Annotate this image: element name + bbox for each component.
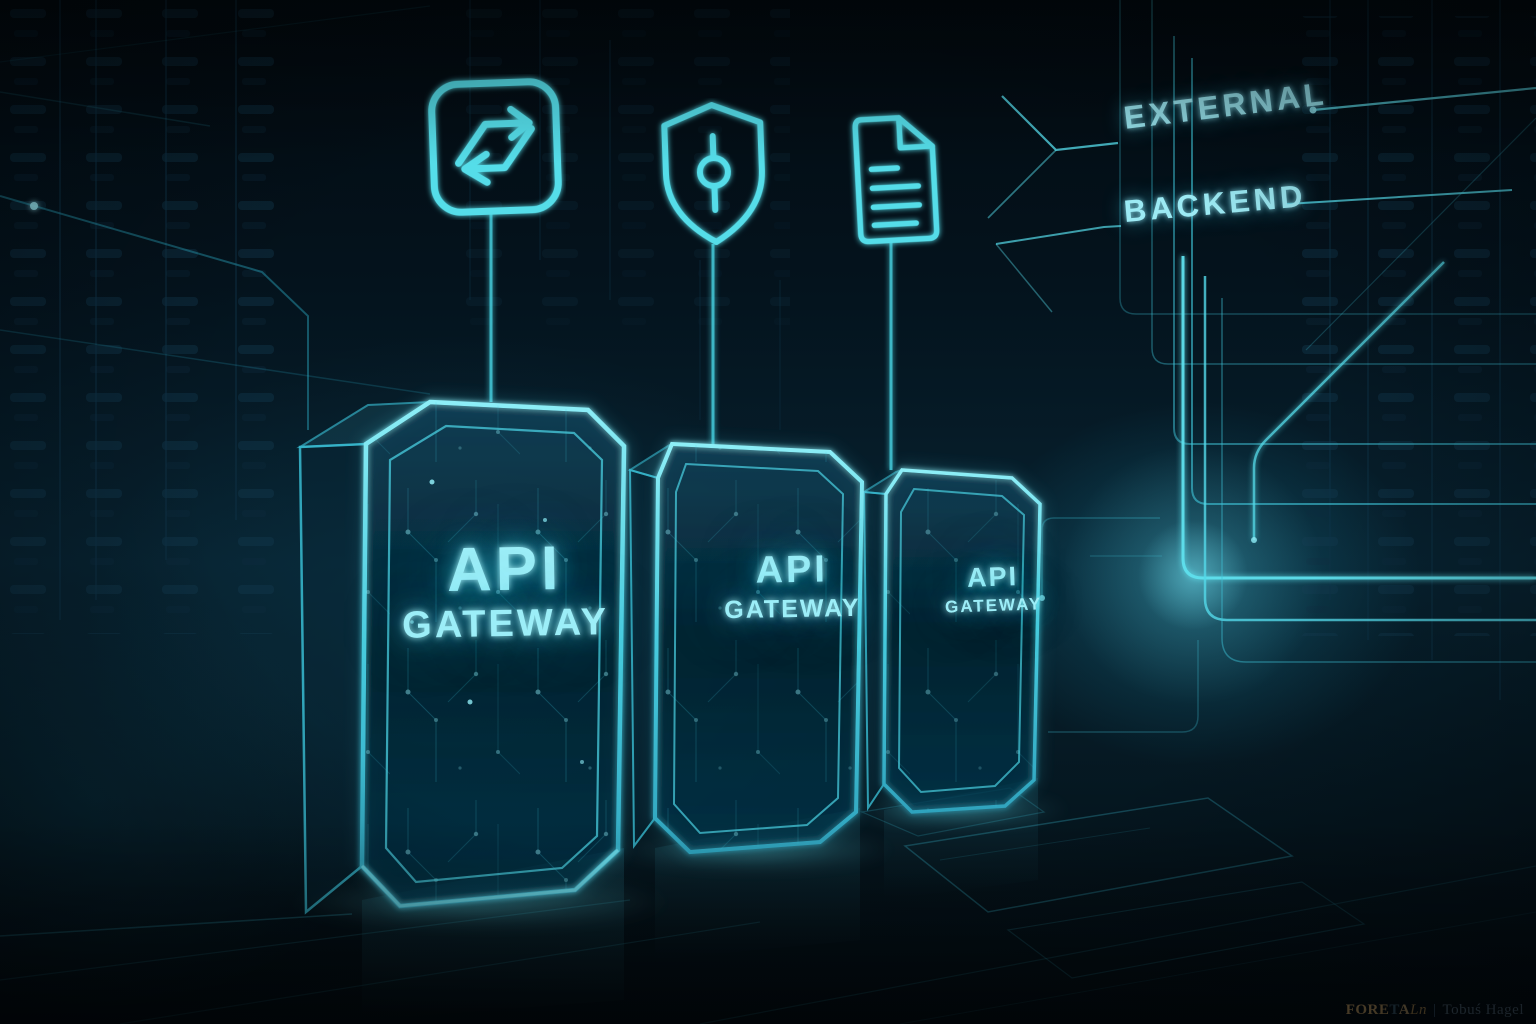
gateway-slab-3 xyxy=(850,465,1070,900)
watermark: FORETALn | Tobuś Hagel xyxy=(1346,1002,1524,1019)
document-text-line xyxy=(868,165,901,173)
watermark-brand-t: T xyxy=(1389,1002,1399,1018)
panel-title: API xyxy=(755,548,829,592)
shield-center-line-bottom xyxy=(711,183,719,213)
gateway-slab-1 xyxy=(290,396,670,1020)
icon-frame xyxy=(428,78,562,216)
watermark-separator: | xyxy=(1432,1002,1437,1018)
panel-subtitle: GATEWAY xyxy=(401,601,610,648)
watermark-brand-fore: FORE xyxy=(1345,1002,1390,1018)
shield-outline xyxy=(661,102,765,245)
gateway-panel-label-3: API GATEWAY xyxy=(912,561,1074,617)
shield-icon xyxy=(661,102,765,245)
gateway-slab-2 xyxy=(615,439,895,960)
watermark-author: Tobuś Hagel xyxy=(1442,1002,1524,1018)
shield-center-line-top xyxy=(709,133,717,161)
gateway-panel-label-2: API GATEWAY xyxy=(687,548,896,624)
document-text-line xyxy=(871,220,920,228)
watermark-brand-a: A xyxy=(1398,1002,1411,1018)
document-text-line xyxy=(869,183,922,192)
gateway-panel-label-1: API GATEWAY xyxy=(375,534,635,648)
panel-title: API xyxy=(966,561,1019,593)
watermark-brand-ln: Ln xyxy=(1410,1002,1427,1018)
document-text-line xyxy=(870,202,923,211)
shield-center-circle xyxy=(696,155,731,190)
right-server-rack xyxy=(1296,0,1536,700)
document-icon xyxy=(852,115,940,245)
panel-subtitle: GATEWAY xyxy=(724,593,861,624)
panel-title: API xyxy=(446,534,563,606)
swap-arrows-icon xyxy=(428,78,562,216)
